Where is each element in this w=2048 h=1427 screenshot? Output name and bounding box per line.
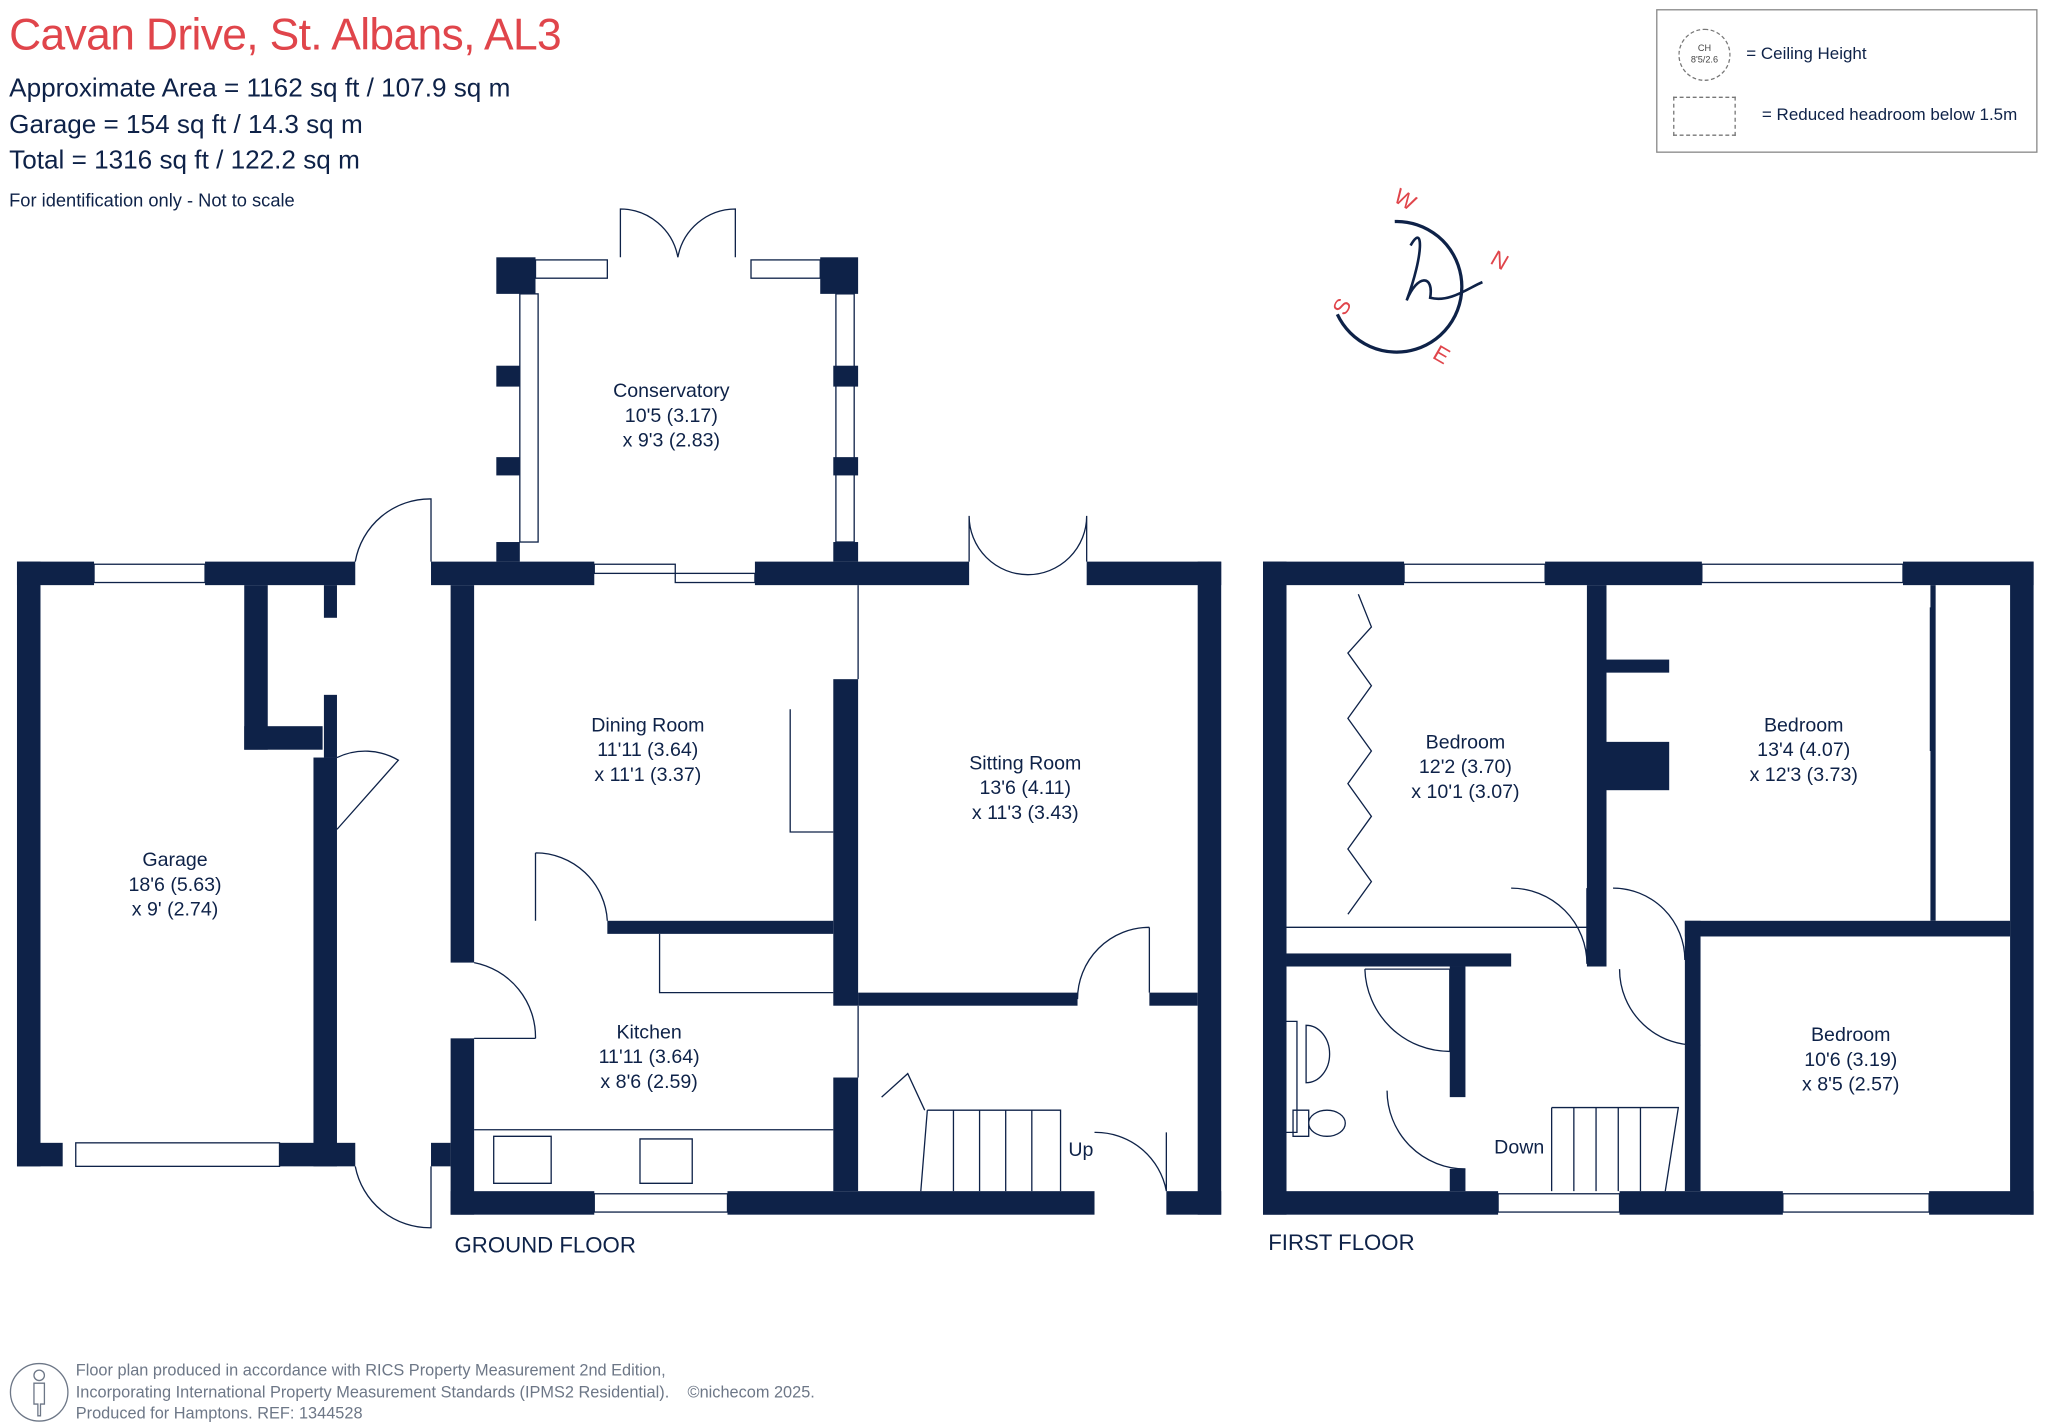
room-dim: x 9' (2.74) (131, 898, 219, 921)
room-name: Bedroom (1810, 1023, 1891, 1047)
doors-windows (75, 208, 1932, 1229)
approximate-area: Approximate Area = 1162 sq ft / 107.9 sq… (9, 74, 511, 104)
footer-line: Incorporating International Property Mea… (75, 1382, 670, 1401)
room-dim: 18'6 (5.63) (128, 873, 222, 896)
reduced-headroom-symbol (1673, 96, 1736, 136)
scale-note: For identification only - Not to scale (9, 189, 295, 211)
compass-n: N (1487, 245, 1513, 275)
room-dim: x 12'3 (3.73) (1749, 764, 1858, 787)
stairs-down-label: Down (1494, 1136, 1545, 1159)
room-dim: 10'6 (3.19) (1804, 1048, 1898, 1072)
room-dim: 11'11 (3.64) (598, 1046, 700, 1069)
room-name: Sitting Room (969, 752, 1082, 775)
room-name: Bedroom (1763, 714, 1844, 737)
footer-line: Produced for Hamptons. REF: 1344528 (75, 1404, 363, 1423)
room-dim: x 8'5 (2.57) (1802, 1073, 1900, 1096)
ceiling-height-label: = Ceiling Height (1746, 43, 1867, 63)
room-name: Dining Room (591, 714, 705, 737)
property-title: Cavan Drive, St. Albans, AL3 (9, 10, 562, 61)
room-dim: x 11'3 (3.43) (971, 801, 1079, 825)
room-name: Garage (142, 848, 208, 872)
room-dim: 12'2 (3.70) (1418, 756, 1512, 779)
ceiling-height-symbol: CH 8'5/2.6 (1678, 28, 1731, 81)
room-dim: x 11'1 (3.37) (594, 764, 702, 787)
total-area: Total = 1316 sq ft / 122.2 sq m (9, 146, 360, 176)
room-dim: 11'11 (3.64) (597, 739, 699, 762)
garage-area: Garage = 154 sq ft / 14.3 sq m (9, 111, 363, 140)
footer: Floor plan produced in accordance with R… (76, 1360, 815, 1425)
footer-line: Floor plan produced in accordance with R… (75, 1360, 666, 1380)
room-name: Conservatory (613, 380, 730, 403)
stairs-up-label: Up (1068, 1138, 1094, 1162)
room-dim: x 8'6 (2.59) (600, 1071, 698, 1094)
compass-s: S (1327, 294, 1356, 319)
room-dim: x 10'1 (3.07) (1411, 781, 1520, 804)
ground-floor-label: GROUND FLOOR (454, 1232, 636, 1258)
room-dim: 10'5 (3.17) (624, 404, 718, 428)
room-dim: 13'4 (4.07) (1757, 739, 1851, 762)
legend: CH 8'5/2.6 = Ceiling Height = Reduced he… (1656, 9, 2038, 153)
walls (16, 257, 2034, 1215)
reduced-headroom-label: = Reduced headroom below 1.5m (1761, 104, 2018, 125)
footer-person-icon (9, 1362, 69, 1422)
ceiling-symbol-bottom: 8'5/2.6 (1690, 56, 1719, 66)
compass-ring (1335, 219, 1464, 354)
room-name: Kitchen (616, 1021, 682, 1044)
compass-e: E (1429, 340, 1454, 369)
ceiling-symbol-top: CH (1697, 44, 1712, 54)
room-name: Bedroom (1425, 731, 1506, 754)
room-dim: x 9'3 (2.83) (622, 429, 721, 452)
copyright: ©nichecom 2025. (687, 1382, 815, 1401)
room-dim: 13'6 (4.11) (979, 777, 1072, 800)
compass: W N S E (1327, 183, 1513, 369)
hamptons-logo-icon (1405, 236, 1483, 301)
first-floor-label: FIRST FLOOR (1268, 1230, 1415, 1256)
compass-w: W (1390, 183, 1421, 215)
